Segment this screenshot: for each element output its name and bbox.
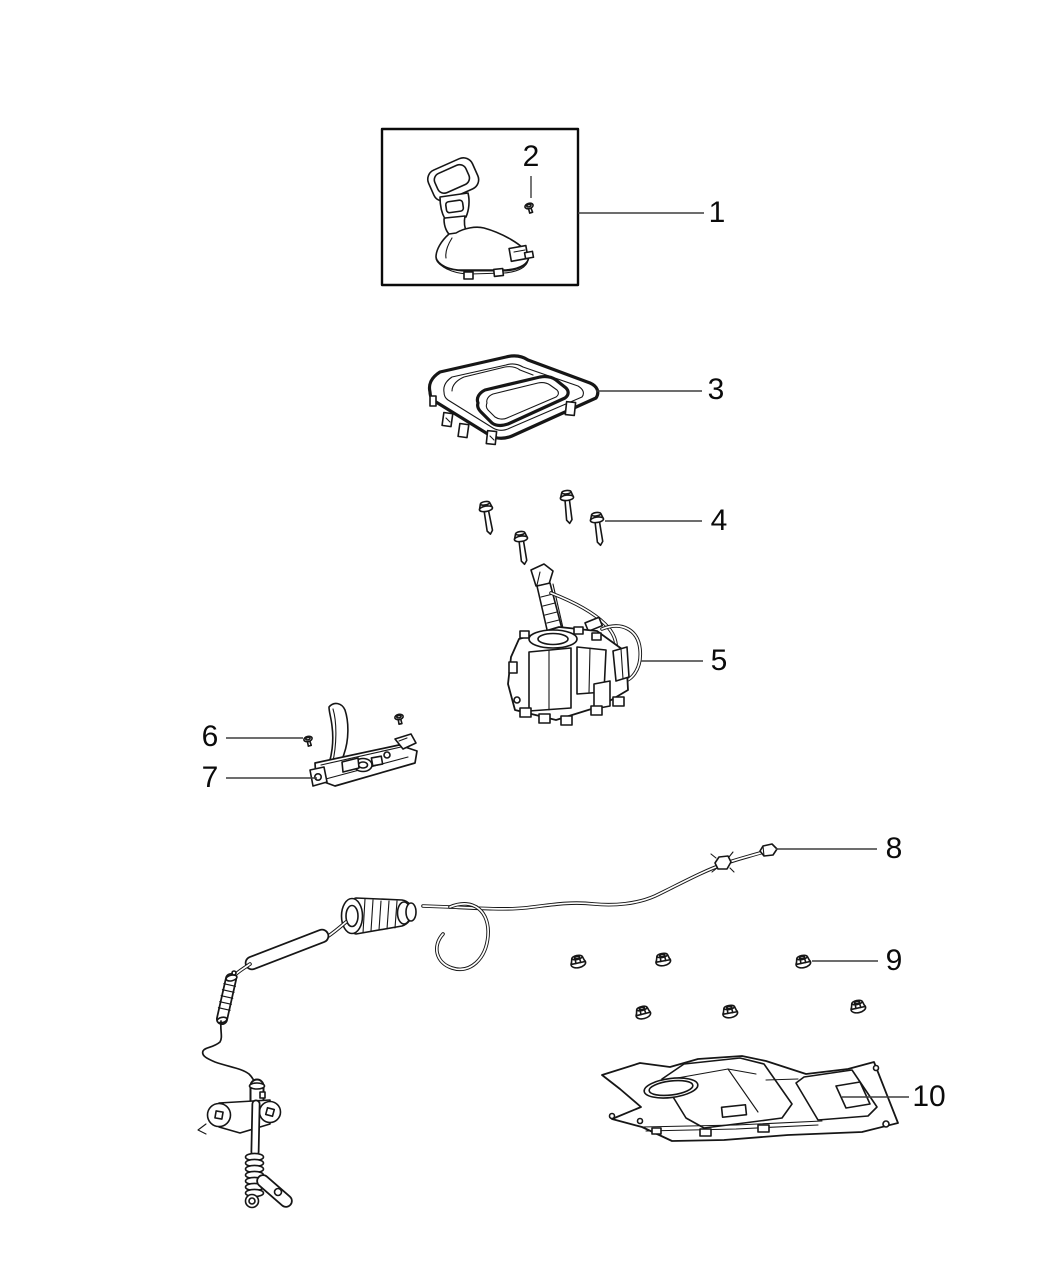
callout-6-label[interactable]: 6 (201, 720, 219, 753)
callout-10-label[interactable]: 10 (912, 1080, 946, 1113)
callout-1-label[interactable]: 1 (708, 196, 726, 229)
part-4-mounting-bolts (477, 489, 608, 566)
part-9-mounting-nuts (568, 951, 868, 1022)
part-7-interlock-lever (309, 702, 418, 787)
callout-8-label[interactable]: 8 (885, 832, 903, 865)
callout-leader-lines (226, 176, 909, 1098)
callout-2-label[interactable]: 2 (522, 140, 540, 173)
part-2-screw (523, 201, 536, 215)
callout-3-label[interactable]: 3 (707, 373, 725, 406)
callout-5-label[interactable]: 5 (710, 644, 728, 677)
part-5-gearshift-assembly (507, 563, 642, 726)
part-1-shift-knob-box (380, 127, 580, 287)
part-3-shifter-bezel (427, 354, 600, 446)
callout-7-label[interactable]: 7 (201, 761, 219, 794)
part-6-screws (302, 712, 406, 748)
part-8-gearshift-cable (197, 843, 778, 1209)
part-10-cover-plate (601, 1055, 899, 1142)
callout-4-label[interactable]: 4 (710, 504, 728, 537)
callout-9-label[interactable]: 9 (885, 944, 903, 977)
